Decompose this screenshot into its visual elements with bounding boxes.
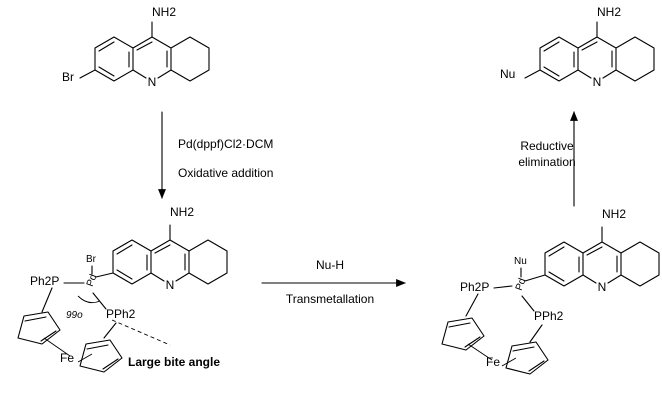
elimination-label: elimination — [518, 155, 575, 169]
palladium-label: Pd — [85, 273, 100, 288]
arrow-oxidative-addition: Pd(dppf)Cl2·DCM Oxidative addition — [158, 111, 273, 199]
palladium-label: Pd — [514, 277, 529, 292]
molecule-pd-nucleophile-complex: NH2 N Pd Nu Ph2P PPh2 Fe — [441, 207, 660, 375]
bromide-label: Br — [86, 254, 97, 265]
arrow-reductive-elimination: Reductive elimination — [518, 111, 578, 207]
nitrogen-label: N — [593, 75, 602, 89]
reagent-label: Pd(dppf)Cl2·DCM — [178, 137, 273, 151]
molecule-pd-bromo-complex: NH2 N Pd Br Ph2P PPh2 99o Fe — [17, 205, 228, 373]
reductive-label: Reductive — [520, 139, 574, 153]
ph2p-label: Ph2P — [460, 280, 489, 294]
iron-label: Fe — [60, 351, 74, 365]
bite-angle-value: 99o — [66, 310, 83, 321]
nucleophile-label: Nu — [500, 67, 515, 81]
arrow-transmetallation: Nu-H Transmetallation — [261, 258, 406, 306]
molecule-bromo-substrate: NH2 N Br — [62, 5, 210, 89]
ph2p-label: Ph2P — [30, 274, 59, 288]
transmetallation-label: Transmetallation — [286, 292, 374, 306]
molecule-product: NH2 N Nu — [500, 5, 655, 89]
nucleophile-label: Nu — [514, 256, 527, 267]
large-bite-angle-label: Large bite angle — [128, 355, 220, 369]
bite-angle-arc — [77, 295, 101, 304]
nitrogen-label: N — [166, 278, 175, 292]
amine-label: NH2 — [597, 5, 621, 19]
bromine-label: Br — [62, 70, 74, 84]
bite-angle-pointer — [111, 319, 171, 346]
pph2-label: PPh2 — [106, 307, 136, 321]
nu-h-label: Nu-H — [316, 258, 344, 272]
amine-label: NH2 — [602, 207, 626, 221]
pph2-label: PPh2 — [534, 309, 564, 323]
nitrogen-label: N — [598, 280, 607, 294]
iron-label: Fe — [486, 355, 500, 369]
oxidative-addition-label: Oxidative addition — [178, 166, 273, 180]
amine-label: NH2 — [170, 205, 194, 219]
nitrogen-label: N — [148, 75, 157, 89]
amine-label: NH2 — [152, 5, 176, 19]
